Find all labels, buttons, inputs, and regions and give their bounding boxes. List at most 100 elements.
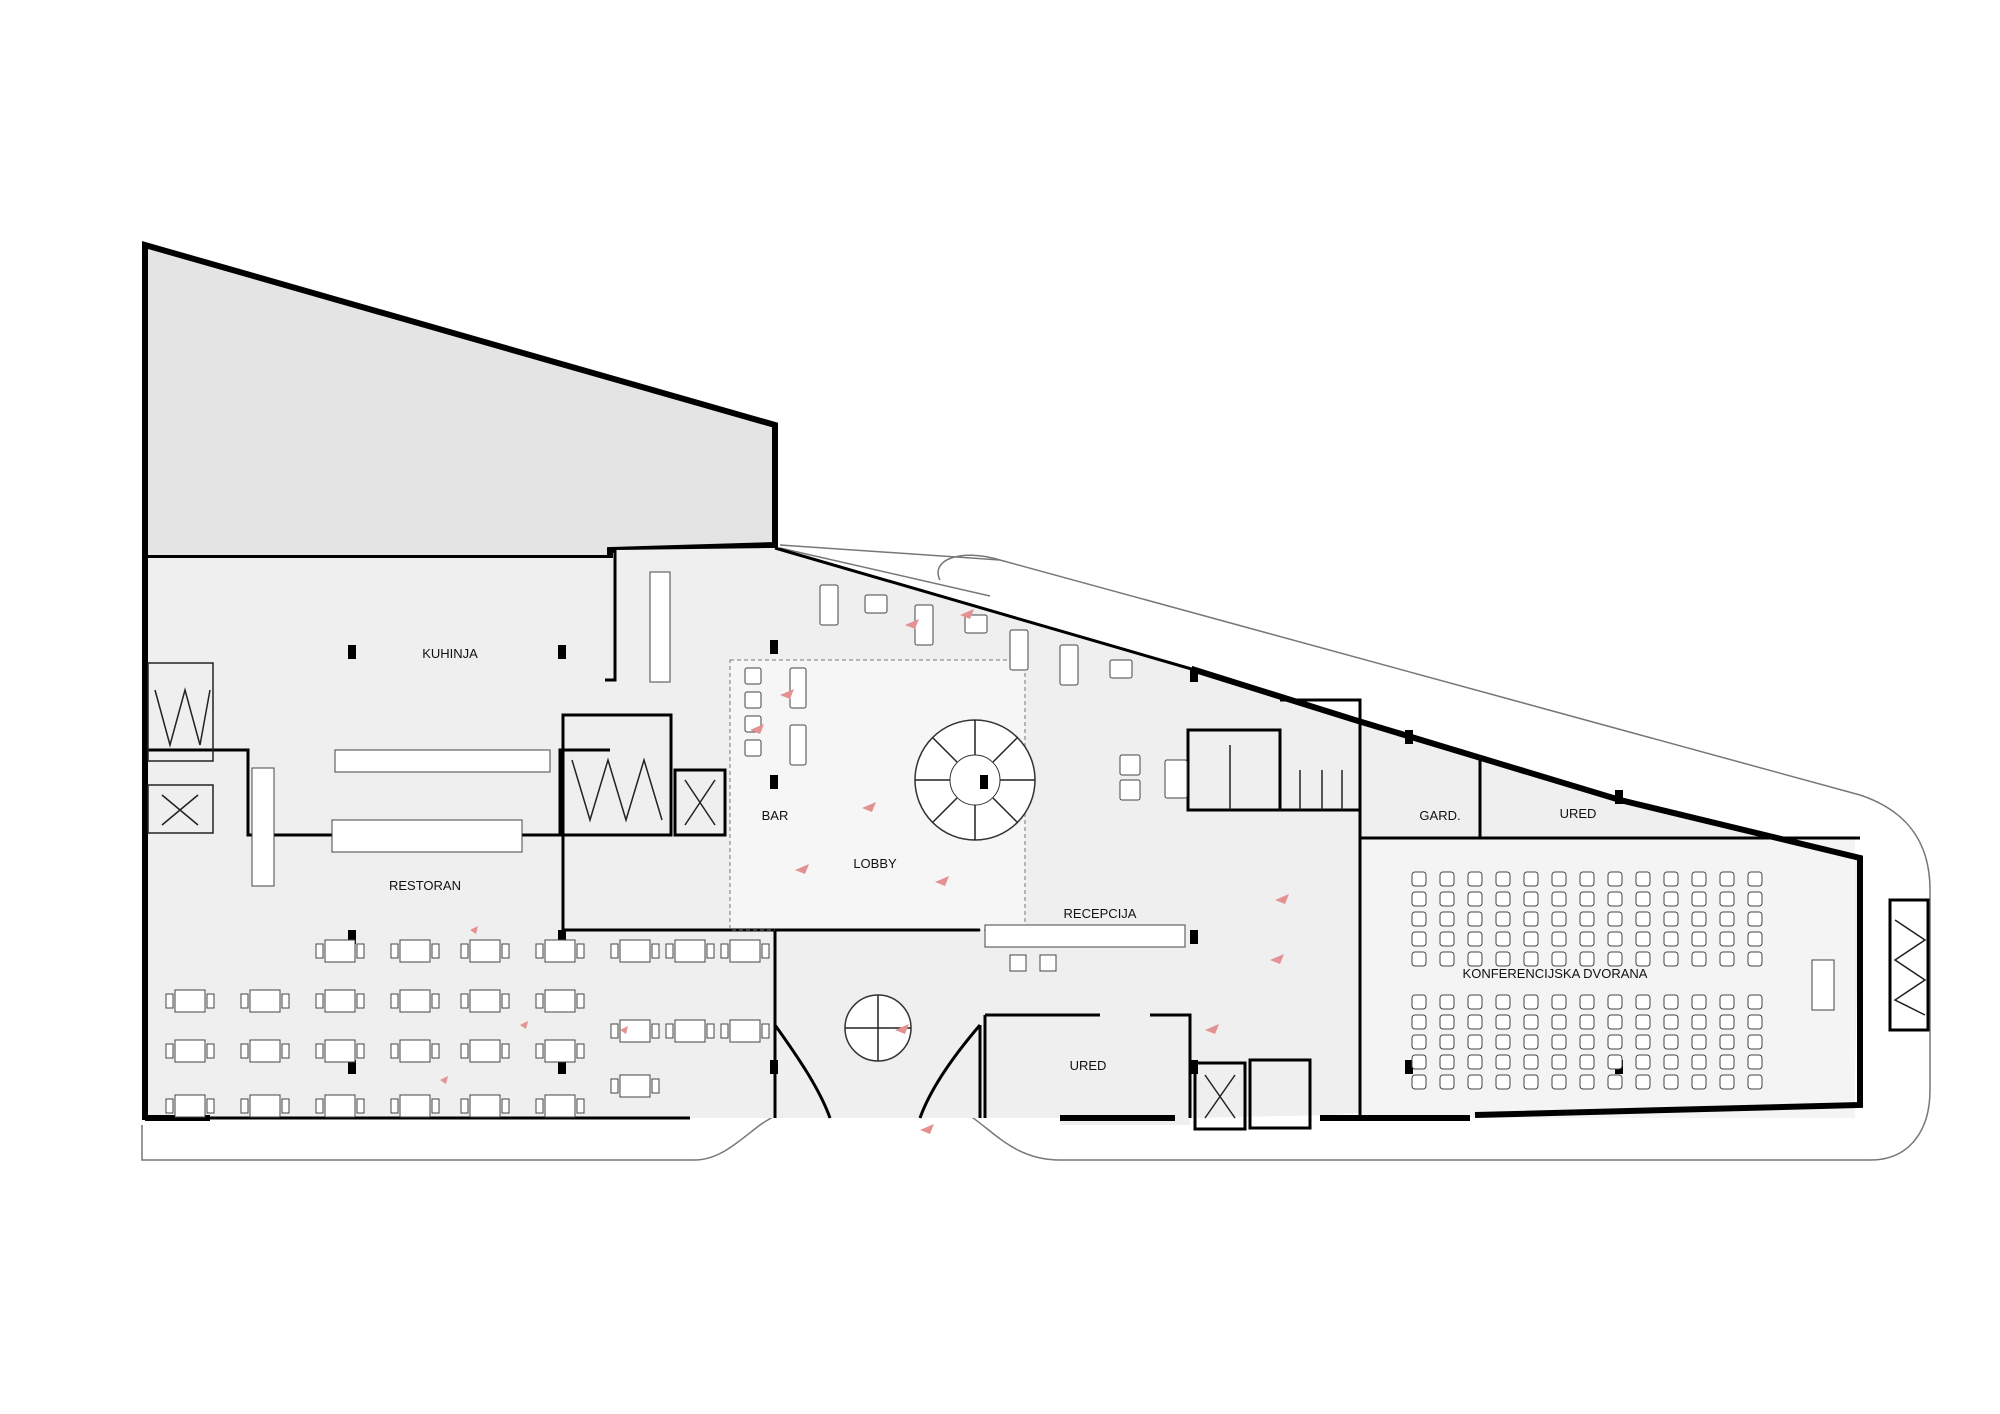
- conference-chair: [1411, 911, 1427, 927]
- conference-chair: [1663, 1054, 1679, 1070]
- conference-chair: [1635, 911, 1651, 927]
- elevator-core-cross: [684, 779, 716, 826]
- conference-chair: [1495, 931, 1511, 947]
- conference-chair: [1523, 931, 1539, 947]
- restaurant-chair: [390, 943, 399, 959]
- conference-chair: [1411, 1054, 1427, 1070]
- restaurant-chair: [535, 1098, 544, 1114]
- reception-box-2: [1039, 954, 1057, 972]
- lounge-furniture: [744, 584, 1188, 801]
- conference-chairs: [1411, 871, 1835, 1090]
- restaurant-chair: [535, 1043, 544, 1059]
- conference-chair: [1523, 1074, 1539, 1090]
- restaurant-chair: [501, 943, 510, 959]
- restaurant-table: [399, 989, 431, 1013]
- restaurant-table: [544, 989, 576, 1013]
- conference-chair: [1747, 1034, 1763, 1050]
- conference-chair: [1523, 911, 1539, 927]
- restaurant-table: [729, 1019, 761, 1043]
- conference-chair: [1663, 871, 1679, 887]
- restaurant-chair: [356, 1098, 365, 1114]
- exterior-facade-line: [779, 544, 1001, 597]
- conference-chair: [1691, 871, 1707, 887]
- restaurant-chair: [165, 1043, 174, 1059]
- conference-chair: [1551, 1014, 1567, 1030]
- room-label-bar: BAR: [762, 808, 789, 823]
- lounge-seat: [819, 584, 839, 626]
- conference-chair: [1663, 1014, 1679, 1030]
- conference-chair: [1579, 994, 1595, 1010]
- conference-chair: [1411, 871, 1427, 887]
- restaurant-table: [619, 939, 651, 963]
- conference-chair: [1439, 891, 1455, 907]
- restaurant-chair: [576, 943, 585, 959]
- conference-chair: [1579, 1014, 1595, 1030]
- restaurant-table: [399, 1094, 431, 1118]
- conference-chair: [1411, 1074, 1427, 1090]
- conference-chair: [1439, 871, 1455, 887]
- restaurant-chair: [240, 1098, 249, 1114]
- kitchen-island: [331, 819, 523, 853]
- conference-chair: [1747, 931, 1763, 947]
- restaurant-table: [324, 1039, 356, 1063]
- conference-chair: [1551, 994, 1567, 1010]
- conference-chair: [1747, 994, 1763, 1010]
- restaurant-table: [324, 1094, 356, 1118]
- exterior-stair-right: [1888, 898, 1930, 1032]
- room-label-lobby: LOBBY: [853, 856, 897, 871]
- restaurant-chair: [651, 1078, 660, 1094]
- restaurant-chair: [501, 993, 510, 1009]
- restaurant-table: [469, 989, 501, 1013]
- restaurant-chair: [206, 1098, 215, 1114]
- conference-chair: [1691, 1014, 1707, 1030]
- conference-chair: [1467, 911, 1483, 927]
- conference-chair: [1579, 1074, 1595, 1090]
- restaurant-chair: [665, 1023, 674, 1039]
- restaurant-table: [399, 1039, 431, 1063]
- conference-chair: [1551, 1054, 1567, 1070]
- restaurant-chair: [576, 993, 585, 1009]
- restaurant-chair: [390, 1098, 399, 1114]
- conference-chair: [1607, 951, 1623, 967]
- conference-chair: [1467, 871, 1483, 887]
- restaurant-table: [324, 939, 356, 963]
- restaurant-tables: [165, 939, 770, 1118]
- restaurant-chair: [460, 943, 469, 959]
- kitchen-counter-top: [334, 749, 551, 773]
- conference-chair: [1635, 994, 1651, 1010]
- conference-chair: [1691, 1074, 1707, 1090]
- conference-chair: [1439, 1054, 1455, 1070]
- conference-chair: [1579, 1054, 1595, 1070]
- conference-chair: [1663, 911, 1679, 927]
- conference-chair: [1691, 1034, 1707, 1050]
- room-label-ured-top: URED: [1560, 806, 1597, 821]
- restaurant-table: [619, 1074, 651, 1098]
- conference-chair: [1551, 911, 1567, 927]
- conference-chair: [1719, 871, 1735, 887]
- restaurant-table: [729, 939, 761, 963]
- conference-chair: [1747, 951, 1763, 967]
- stair-core-flights: [571, 757, 663, 823]
- adjacent-blocked-area: [142, 241, 778, 561]
- conference-chair: [1495, 871, 1511, 887]
- lobby-vestibule: [1248, 1058, 1312, 1130]
- restaurant-table: [674, 939, 706, 963]
- conference-chair: [1439, 994, 1455, 1010]
- restaurant-chair: [206, 1043, 215, 1059]
- conference-podium: [1811, 959, 1835, 1011]
- conference-chair: [1719, 911, 1735, 927]
- conference-chair: [1607, 1074, 1623, 1090]
- room-label-recepcija: RECEPCIJA: [1064, 906, 1137, 921]
- conference-chair: [1663, 931, 1679, 947]
- restaurant-chair: [315, 993, 324, 1009]
- conference-chair: [1663, 1074, 1679, 1090]
- room-label-garderoba: GARD.: [1419, 808, 1460, 823]
- conference-chair: [1467, 1034, 1483, 1050]
- kitchen-counter-right: [649, 571, 671, 683]
- restaurant-chair: [390, 993, 399, 1009]
- people-markers: [440, 609, 1289, 1134]
- restaurant-table: [674, 1019, 706, 1043]
- conference-chair: [1579, 1034, 1595, 1050]
- conference-chair: [1635, 1034, 1651, 1050]
- room-label-konferencijska-dvorana: KONFERENCIJSKA DVORANA: [1463, 966, 1648, 981]
